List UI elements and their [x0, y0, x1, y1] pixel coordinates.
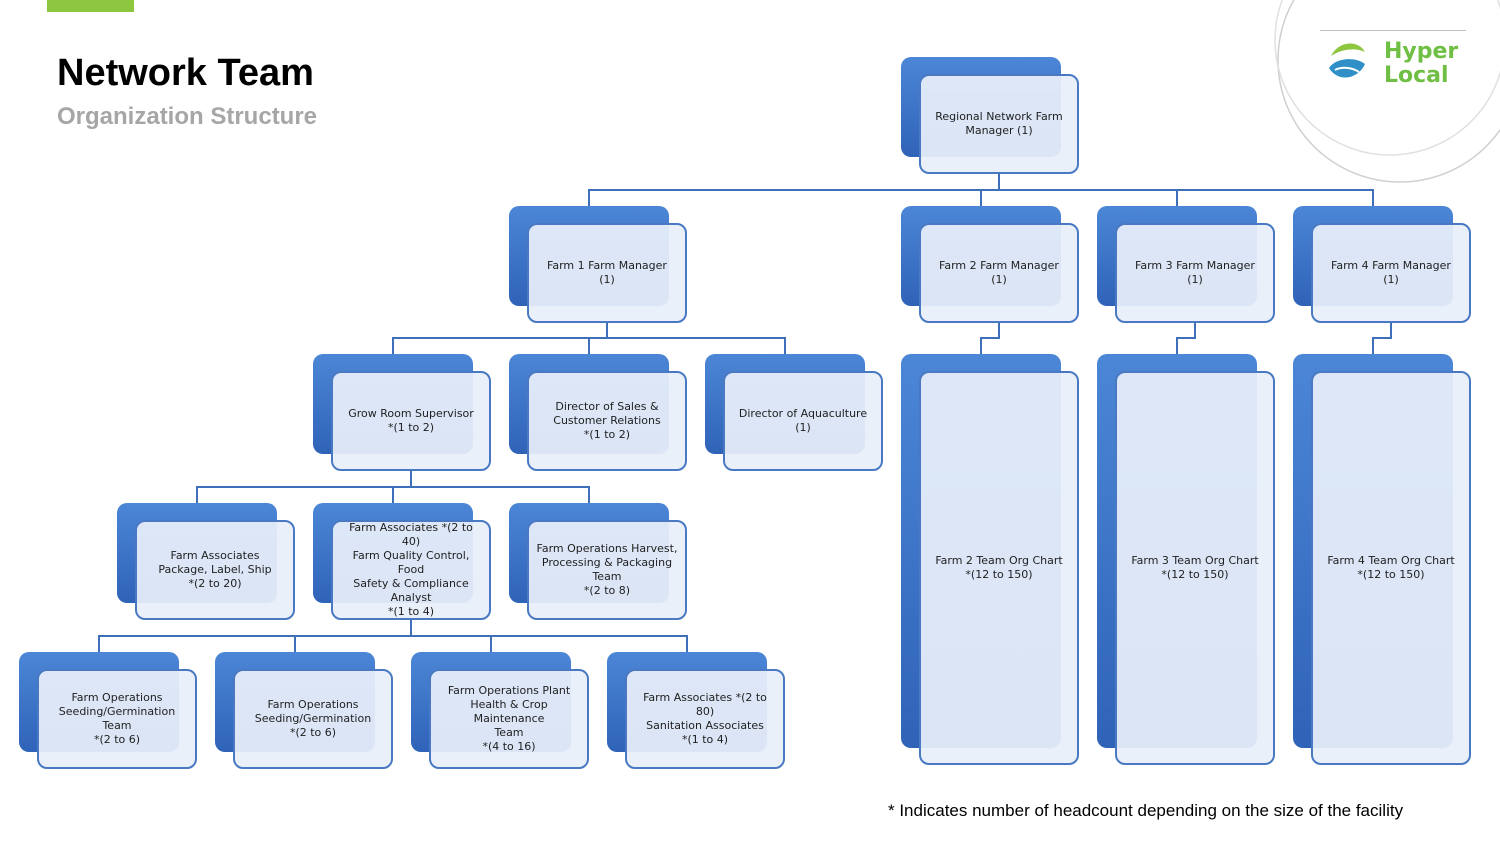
- connector-farm4-org4: [1372, 323, 1392, 354]
- connector-grow-assoc_qc: [392, 471, 412, 503]
- node-label: Farm 2 Farm Manager (1): [939, 259, 1059, 286]
- node-seeding-germination: Farm Operations Seeding/Germination *(2 …: [215, 652, 393, 769]
- node-director-aquaculture: Director of Aquaculture (1): [705, 354, 883, 471]
- node-farm1-manager: Farm 1 Farm Manager (1): [509, 206, 687, 323]
- connector-regional-farm2: [980, 174, 1000, 206]
- node-label: Director of Aquaculture (1): [738, 407, 868, 434]
- node-farm-operations-harvest: Farm Operations Harvest, Processing & Pa…: [509, 503, 687, 620]
- node-label: Farm Associates *(2 to 80) Sanitation As…: [643, 691, 767, 746]
- node-farm4-manager: Farm 4 Farm Manager (1): [1293, 206, 1471, 323]
- node-label: Farm 3 Team Org Chart *(12 to 150): [1131, 554, 1259, 581]
- node-label: Farm Associates *(2 to 40) Farm Quality …: [349, 521, 473, 618]
- connector-farm1-sales: [588, 323, 608, 354]
- node-label: Farm Associates Package, Label, Ship *(2…: [158, 549, 272, 590]
- node-label: Grow Room Supervisor *(1 to 2): [348, 407, 474, 434]
- node-label: Farm Operations Harvest, Processing & Pa…: [536, 542, 678, 597]
- hyperlocal-logo-icon: [1329, 43, 1365, 78]
- connector-farm1-grow: [392, 323, 608, 354]
- node-label: Farm Operations Plant Health & Crop Main…: [447, 684, 571, 753]
- node-seeding-germination-team: Farm Operations Seeding/Germination Team…: [19, 652, 197, 769]
- decorative-arcs: [1274, 0, 1500, 183]
- footnote: * Indicates number of headcount dependin…: [888, 801, 1404, 820]
- node-farm3-manager: Farm 3 Farm Manager (1): [1097, 206, 1275, 323]
- logo-divider: [1320, 30, 1466, 31]
- node-director-sales: Director of Sales & Customer Relations *…: [509, 354, 687, 471]
- node-label: Farm Operations Seeding/Germination Team…: [58, 691, 176, 746]
- connector-assoc_qc-seed2: [294, 620, 412, 652]
- connector-grow-harvest: [410, 471, 590, 503]
- connector-regional-farm1: [588, 174, 1000, 206]
- logo-text-line1: Hyper: [1384, 39, 1459, 64]
- node-farm3-team-org-chart: Farm 3 Team Org Chart *(12 to 150): [1097, 354, 1275, 765]
- connector-farm2-org2: [980, 323, 1000, 354]
- logo-text-line2: Local: [1384, 63, 1449, 88]
- node-sanitation-associates: Farm Associates *(2 to 80) Sanitation As…: [607, 652, 785, 769]
- node-farm2-team-org-chart: Farm 2 Team Org Chart *(12 to 150): [901, 354, 1079, 765]
- node-label: Farm 2 Team Org Chart *(12 to 150): [935, 554, 1063, 581]
- connector-grow-assoc_pkg: [196, 471, 412, 503]
- node-label: Regional Network Farm Manager (1): [935, 110, 1063, 137]
- node-farm2-manager: Farm 2 Farm Manager (1): [901, 206, 1079, 323]
- connector-farm3-org3: [1176, 323, 1196, 354]
- node-label: Farm 4 Farm Manager (1): [1331, 259, 1451, 286]
- node-label: Director of Sales & Customer Relations *…: [553, 400, 661, 441]
- node-farm-associates-package: Farm Associates Package, Label, Ship *(2…: [117, 503, 295, 620]
- connector-assoc_qc-sanit: [410, 620, 688, 652]
- node-regional-manager: Regional Network Farm Manager (1): [901, 57, 1079, 174]
- node-label: Farm 3 Farm Manager (1): [1135, 259, 1255, 286]
- node-label: Farm 4 Team Org Chart *(12 to 150): [1327, 554, 1455, 581]
- connector-farm1-aqua: [606, 323, 786, 354]
- page-subtitle: Organization Structure: [57, 103, 318, 130]
- node-label: Farm Operations Seeding/Germination *(2 …: [254, 698, 372, 739]
- node-grow-room-supervisor: Grow Room Supervisor *(1 to 2): [313, 354, 491, 471]
- connector-regional-farm4: [998, 174, 1374, 206]
- node-plant-health: Farm Operations Plant Health & Crop Main…: [411, 652, 589, 769]
- node-farm4-team-org-chart: Farm 4 Team Org Chart *(12 to 150): [1293, 354, 1471, 765]
- node-label: Farm 1 Farm Manager (1): [547, 259, 667, 286]
- node-farm-associates-quality: Farm Associates *(2 to 40) Farm Quality …: [313, 503, 491, 620]
- accent-bar: [47, 0, 134, 12]
- page-title: Network Team: [57, 52, 314, 94]
